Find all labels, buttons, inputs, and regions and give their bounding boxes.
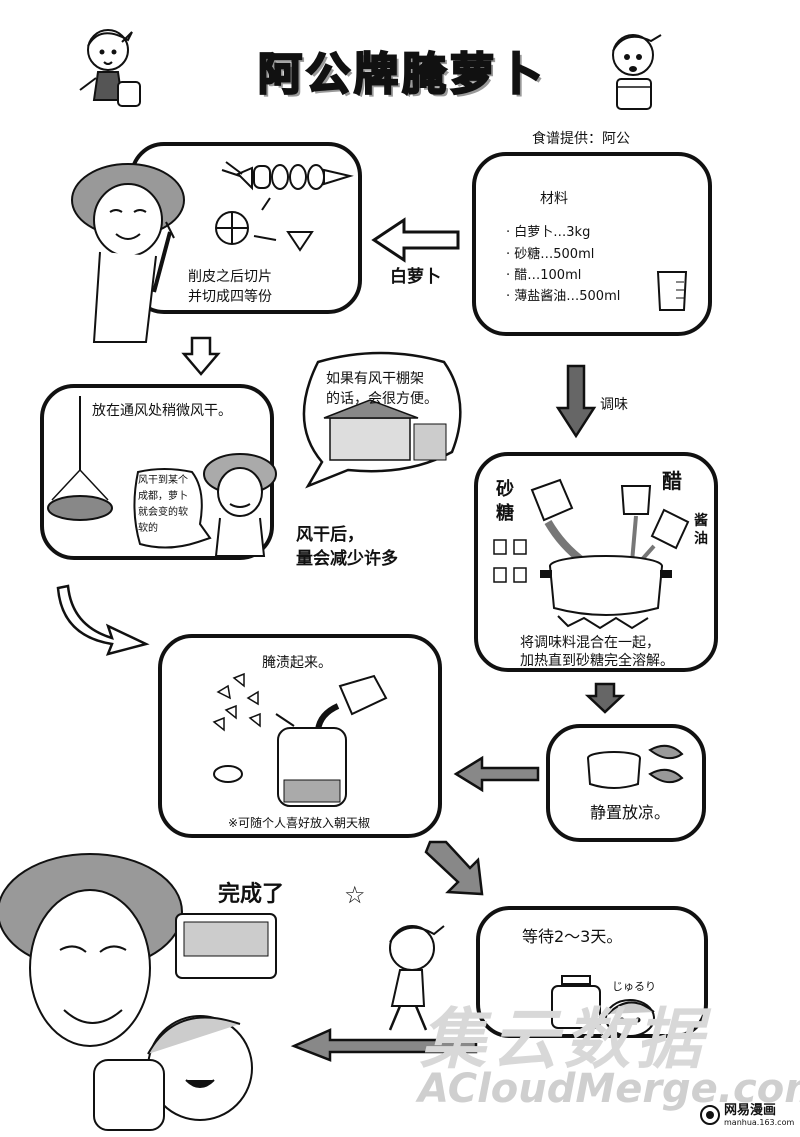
mix-step-text-1: 将调味料混合在一起，	[520, 635, 660, 651]
ingredients-heading: 材料	[540, 191, 568, 207]
mix-step-text-2: 加热直到砂糖完全溶解。	[520, 653, 674, 669]
pouring-pot-icon	[493, 478, 690, 630]
dry-speech-line: 成都，萝卜	[138, 491, 188, 502]
arrow-left-icon	[371, 217, 460, 263]
cool-step-text: 静置放凉。	[590, 803, 671, 822]
curved-arrow-icon	[56, 584, 150, 656]
cooling-pot-icon	[587, 744, 684, 789]
girl-figure-topright	[612, 34, 662, 110]
ingredient-item: · 醋…100ml	[506, 268, 582, 283]
ingredient-item: · 白萝卜…3kg	[506, 225, 591, 240]
pickle-step-text: 腌渍起来。	[262, 655, 332, 671]
brand-logo-icon	[700, 1105, 720, 1125]
running-girl-figure	[388, 925, 445, 1031]
dry-speech-line: 风干到某个	[138, 475, 188, 486]
speech-bubble-icon	[133, 468, 212, 549]
arrow-down-seasoning-icon	[555, 364, 597, 439]
pickle-note: ※可随个人喜好放入朝天椒	[228, 816, 371, 830]
watermark-en: ACloudMerge.com	[418, 1066, 800, 1112]
arrow-long-left-icon	[290, 1028, 478, 1062]
dry-step-text: 放在通风处稍微风干。	[92, 403, 232, 419]
pickling-jar-icon	[212, 672, 388, 807]
dry-note-line-2: 量会减少许多	[296, 549, 398, 569]
mix-label-soy: 酱油	[694, 513, 708, 547]
arrow-label-radish: 白萝卜	[390, 267, 441, 287]
drying-rack-bubble-icon	[302, 351, 462, 489]
arrow-down-small-icon	[584, 682, 626, 714]
mix-label-sugar: 砂糖	[496, 479, 514, 524]
ingredient-item: · 砂糖…500ml	[506, 247, 595, 262]
girl-figure-topleft	[79, 29, 141, 107]
grandpa-small-figure	[203, 453, 277, 557]
dry-note-line-1: 风干后，	[296, 525, 364, 545]
arrow-left-gray-icon	[453, 755, 540, 793]
measuring-cup-icon	[656, 271, 688, 311]
radish-slices-icon	[215, 161, 354, 252]
arrow-down-icon	[181, 336, 221, 376]
grandpa-with-knife-figure	[71, 163, 185, 343]
arrow-diagonal-icon	[424, 840, 484, 896]
cut-step-text-2: 并切成四等份	[188, 289, 272, 305]
brand-name: 网易漫画	[724, 1102, 777, 1118]
page-title: 阿公牌腌萝卜	[257, 48, 546, 102]
girl-peeking-icon	[605, 999, 655, 1037]
dry-bubble-line-2: 的话，会很方便。	[326, 391, 438, 407]
recipe-credit: 食谱提供：阿公	[532, 131, 630, 147]
hanging-basket-icon	[47, 396, 113, 521]
mix-label-vinegar: 醋	[662, 469, 682, 493]
cut-step-text-1: 削皮之后切片	[188, 269, 272, 285]
grandpa-and-girl-figure	[0, 853, 277, 1131]
sfx-text: じゅるり	[612, 980, 656, 993]
dry-speech-line: 就会变的软	[138, 507, 188, 518]
arrow-label-seasoning: 调味	[600, 397, 628, 413]
brand-url: manhua.163.com	[724, 1117, 795, 1127]
watermark-cn: 集云数据	[420, 1001, 708, 1078]
dry-bubble-line-1: 如果有风干棚架	[326, 371, 424, 387]
ingredient-item: · 薄盐酱油…500ml	[506, 289, 621, 304]
sealed-jar-icon	[551, 975, 601, 1029]
wait-step-text: 等待2～3天。	[522, 927, 623, 946]
brand-logo: 网易漫画 manhua.163.com	[700, 1100, 794, 1130]
dry-speech-line: 软的	[138, 523, 158, 534]
star-icon: ☆	[344, 881, 366, 909]
done-text: 完成了	[218, 882, 285, 907]
